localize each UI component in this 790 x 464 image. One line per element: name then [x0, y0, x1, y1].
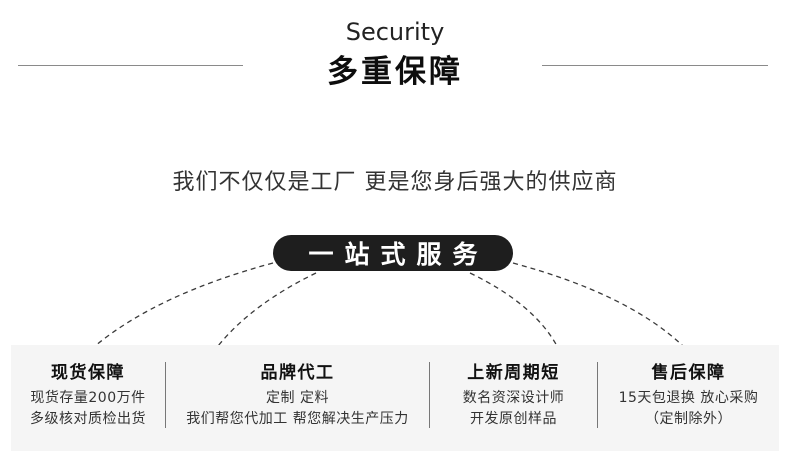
column-title: 品牌代工 [260, 363, 335, 383]
title-rule-left [18, 65, 243, 66]
connector-curve-inner-left [217, 272, 317, 347]
column-title: 售后保障 [651, 363, 726, 383]
connector-curve-outer-left [94, 262, 274, 347]
column-divider [597, 362, 598, 428]
guarantee-column-oem: 品牌代工 定制 定料 我们帮您代加工 帮您解决生产压力 [166, 345, 429, 451]
section-title: 多重保障 [327, 54, 463, 90]
guarantee-panel: 现货保障 现货存量200万件 多级核对质检出货 品牌代工 定制 定料 我们帮您代… [11, 345, 779, 451]
column-line: 数名资深设计师 [462, 390, 565, 406]
column-line: 开发原创样品 [470, 411, 557, 427]
column-line: 多级核对质检出货 [30, 411, 146, 427]
section-subtitle: Security [345, 18, 445, 46]
one-stop-service-badge: 一站式服务 [273, 235, 513, 271]
column-divider [429, 362, 430, 428]
title-rule-right [542, 65, 768, 66]
guarantee-column-stock: 现货保障 现货存量200万件 多级核对质检出货 [11, 345, 165, 451]
tagline-text: 我们不仅仅是工厂 更是您身后强大的供应商 [172, 170, 618, 195]
column-line: 定制 定料 [266, 390, 329, 406]
column-divider [165, 362, 166, 428]
guarantee-column-new-cycle: 上新周期短 数名资深设计师 开发原创样品 [430, 345, 597, 451]
column-title: 上新周期短 [467, 363, 560, 383]
guarantee-column-after-sale: 售后保障 15天包退换 放心采购 （定制除外） [598, 345, 779, 451]
column-line: 现货存量200万件 [30, 390, 146, 406]
connector-curve-outer-right [512, 262, 684, 347]
column-line: （定制除外） [645, 411, 732, 427]
column-line: 15天包退换 放心采购 [618, 390, 759, 406]
connector-curve-inner-right [469, 272, 558, 347]
column-line: 我们帮您代加工 帮您解决生产压力 [186, 411, 409, 427]
column-title: 现货保障 [51, 363, 125, 383]
